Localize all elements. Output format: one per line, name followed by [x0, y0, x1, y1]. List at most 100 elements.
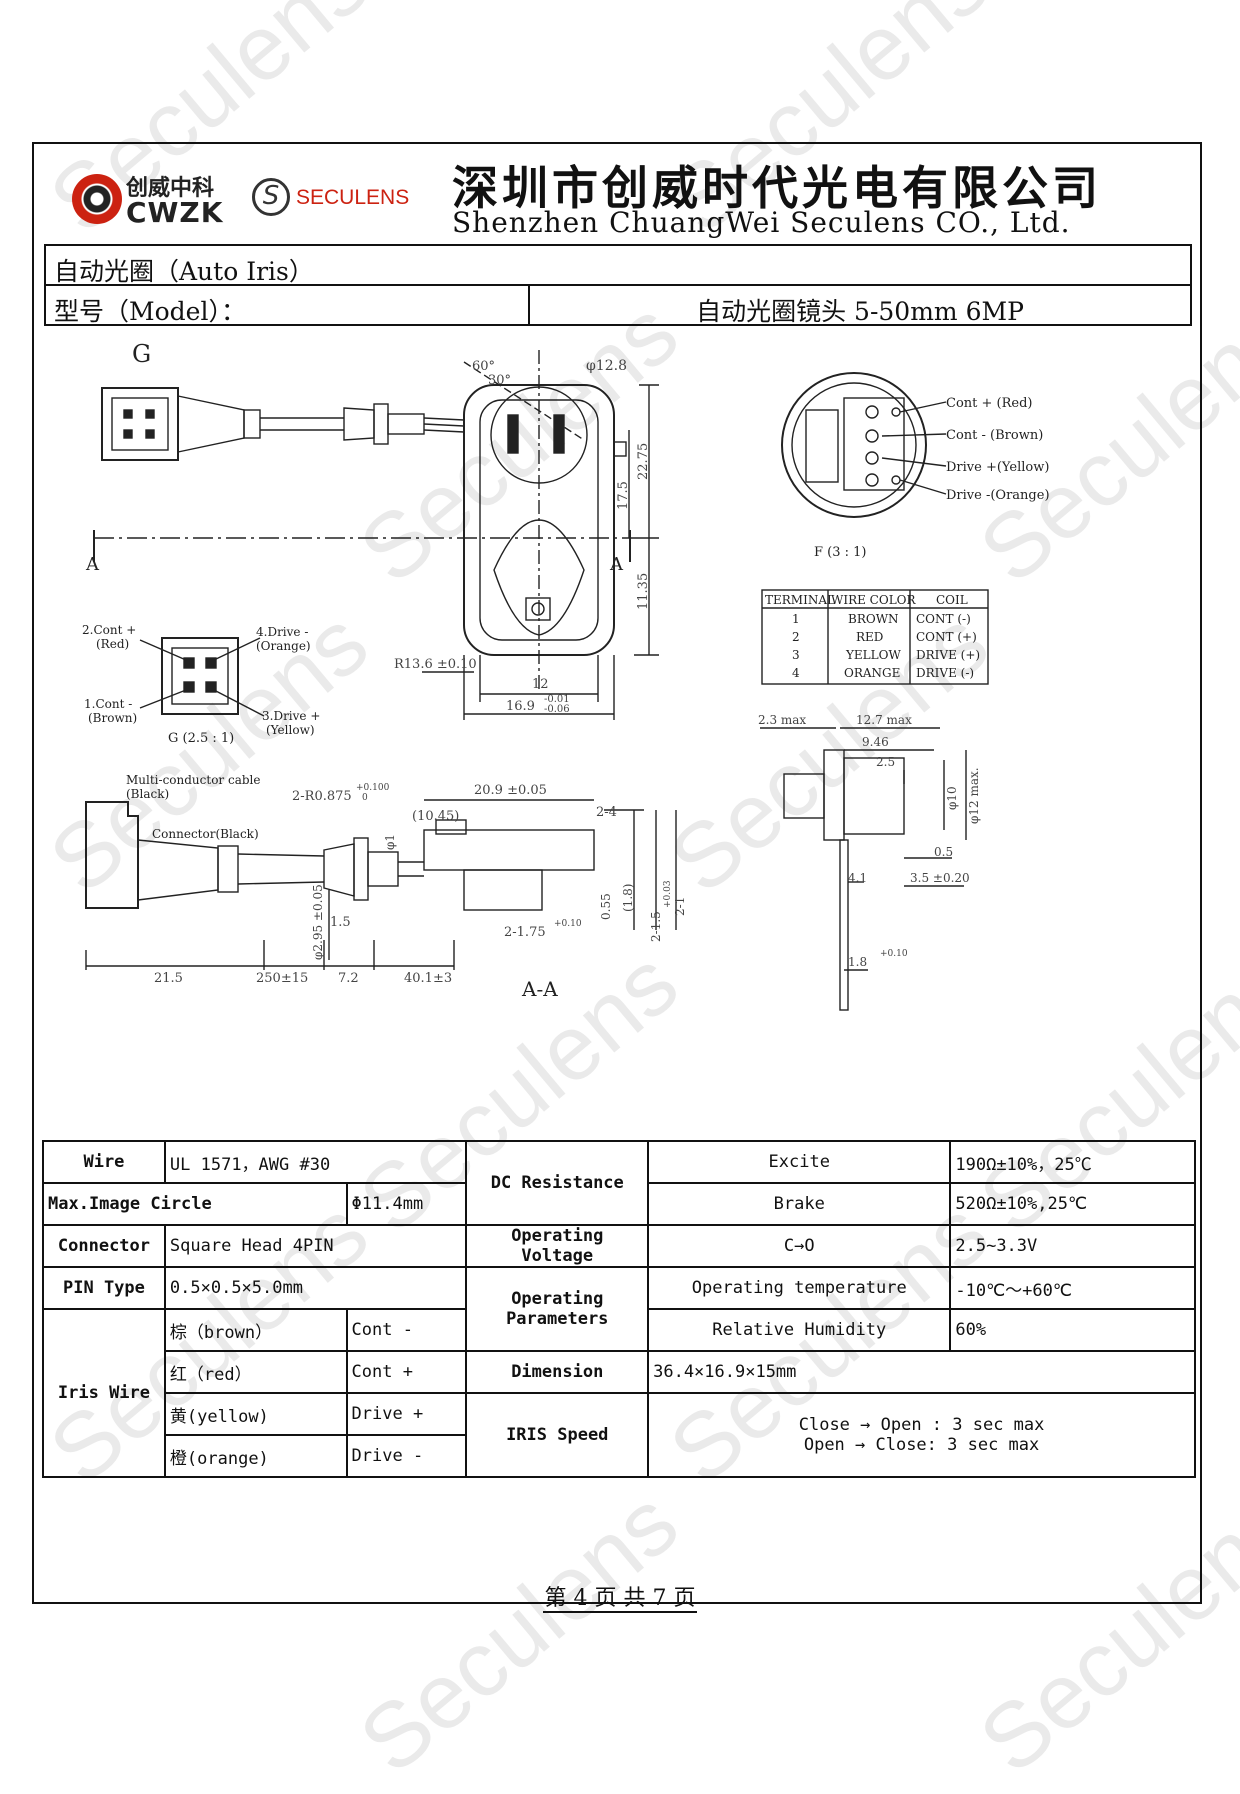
speed-line-1: Close → Open : 3 sec max	[798, 1415, 1045, 1435]
temp-label: Operating temperature	[647, 1266, 952, 1310]
iris-func: Cont +	[345, 1350, 468, 1394]
dim-d1: φ1	[383, 834, 397, 850]
g-scale-label: G (2.5 : 1)	[168, 731, 234, 746]
params-label: Operating Parameters	[465, 1266, 650, 1352]
drawing-svg: G	[82, 340, 1050, 1011]
pin1-color: (Brown)	[88, 711, 137, 725]
tt-cell: RED	[856, 630, 883, 644]
dim-25: 2.5	[876, 755, 895, 769]
dimension-value: 36.4×16.9×15mm	[647, 1350, 1196, 1394]
dc-resistance-label: DC Resistance	[465, 1140, 650, 1226]
tt-cell: 3	[792, 648, 800, 662]
tt-cell: CONT (-)	[916, 612, 971, 626]
pin-type-label: PIN Type	[42, 1266, 166, 1310]
cable-label: Multi-conductor cable	[126, 773, 260, 787]
excite-value: 190Ω±10%，25℃	[949, 1140, 1196, 1184]
table-row: Connector Square Head 4PIN Operating Vol…	[42, 1224, 1196, 1268]
lens-side-view	[760, 727, 967, 1011]
iris-speed-label: IRIS Speed	[465, 1392, 650, 1478]
dim-169: 16.9	[506, 699, 535, 714]
dim-r136: R13.6 ±0.10	[394, 657, 477, 672]
dim-215b: 21.5	[154, 971, 183, 986]
dim-60: 60°	[472, 359, 495, 374]
document-frame: 创威中科 CWZK S SECULENS 深圳市创威时代光电有限公司 Shenz…	[32, 142, 1202, 1604]
connector-top-view	[101, 387, 465, 461]
wire-drive-plus: Drive +(Yellow)	[946, 460, 1049, 475]
pin4-label: 4.Drive -	[256, 625, 308, 639]
pin3-label: 3.Drive +	[262, 709, 320, 723]
dim-2275: 22.75	[636, 443, 651, 480]
company-name-cn: 深圳市创威时代光电有限公司	[452, 161, 1102, 215]
tt-cell: 2	[792, 630, 800, 644]
technical-drawing: G	[44, 330, 1192, 1020]
pin3-color: (Yellow)	[266, 723, 315, 737]
connector-pinout-g	[139, 637, 265, 717]
dim-2r0875-tol: +0.100	[356, 783, 390, 793]
dim-21: 2-1	[673, 897, 687, 916]
section-aa-label: A-A	[521, 977, 558, 1001]
lens-front-view	[93, 350, 659, 720]
cwzk-logo-icon	[72, 174, 122, 224]
section-title: 自动光圈（Auto Iris）	[46, 246, 1190, 286]
table-row: 红（red） Cont + Dimension 36.4×16.9×15mm	[43, 1350, 1196, 1394]
dim-2-4: 2-4	[596, 805, 617, 820]
section-a-left: A	[85, 554, 100, 575]
tt-cell: DRIVE (-)	[916, 666, 974, 680]
dim-209: 20.9 ±0.05	[474, 783, 547, 798]
dim-1135: 11.35	[636, 573, 651, 610]
pin1-label: 1.Cont -	[84, 697, 132, 711]
tt-cell: BROWN	[848, 612, 899, 626]
table-row: 橙(orange) Drive -	[43, 1434, 1195, 1478]
connector-label: Connector(Black)	[152, 827, 259, 841]
iris-speed-value: Close → Open : 3 sec max Open → Close: 3…	[647, 1392, 1196, 1478]
dim-2175-tol: +0.10	[554, 919, 582, 929]
dim-127max: 12.7 max	[856, 713, 912, 727]
model-value: 自动光圈镜头 5-50mm 6MP	[696, 297, 1024, 326]
tt-header-wire: WIRE COLOR	[831, 593, 917, 607]
temp-value: -10℃～+60℃	[949, 1266, 1196, 1310]
tt-header-terminal: TERMINAL	[765, 593, 835, 607]
page-number: 第 4 页 共 7 页	[542, 1586, 698, 1613]
section-a-a-view	[85, 799, 677, 970]
view-g-label: G	[132, 340, 151, 368]
dim-2175: 2-1.75	[504, 925, 546, 940]
dim-169-tol-dn: -0.06	[544, 704, 570, 715]
wire-cont-minus: Cont - (Brown)	[946, 428, 1043, 443]
dim-35: 3.5 ±0.20	[910, 871, 970, 885]
dim-d128: φ12.8	[586, 358, 627, 374]
dim-215-tol: +0.03	[663, 880, 673, 908]
table-row: 黄(yellow) Drive + IRIS Speed Close → Ope…	[43, 1392, 1196, 1478]
model-label: 型号（Model）：	[46, 286, 530, 326]
wire-cont-plus: Cont + (Red)	[946, 396, 1032, 411]
voltage-condition: C→O	[647, 1224, 952, 1268]
dim-d295: φ2.95 ±0.05	[311, 884, 325, 960]
humidity-value: 60%	[949, 1308, 1196, 1352]
f-scale-label: F (3 : 1)	[814, 545, 866, 560]
pin2-color: (Red)	[96, 637, 129, 651]
spec-table: Wire UL 1571，AWG #30 DC Resistance Excit…	[42, 1140, 1196, 1478]
lens-rear-view-f	[781, 372, 947, 518]
cable-label-2: (Black)	[126, 787, 169, 801]
iris-func: Cont -	[345, 1308, 468, 1352]
dim-41: 4.1	[848, 871, 867, 885]
seculens-wordmark: SECULENS	[296, 186, 410, 209]
dim-1045: (10.45)	[412, 809, 459, 824]
terminal-table	[761, 589, 989, 685]
section-a-right: A	[609, 554, 624, 575]
terminal-table-text: TERMINAL WIRE COLOR COIL 1 BROWN CONT (-…	[765, 593, 980, 680]
dim-15: 1.5	[330, 915, 351, 930]
tt-cell: DRIVE (+)	[916, 648, 980, 662]
brake-label: Brake	[647, 1182, 952, 1226]
dim-18: (1.8)	[621, 884, 635, 912]
brake-value: 520Ω±10%,25℃	[949, 1182, 1196, 1226]
tt-cell: YELLOW	[845, 648, 901, 662]
dim-401: 40.1±3	[404, 971, 452, 986]
tt-cell: 1	[792, 612, 800, 626]
dim-18b: 1.8	[848, 955, 867, 969]
dim-215: 2-1.5	[649, 911, 663, 942]
pin4-color: (Orange)	[256, 639, 311, 653]
iris-color: 棕（brown）	[163, 1308, 348, 1352]
connector-value: Square Head 4PIN	[163, 1224, 468, 1268]
dim-72: 7.2	[338, 971, 359, 986]
tt-cell: CONT (+)	[916, 630, 977, 644]
